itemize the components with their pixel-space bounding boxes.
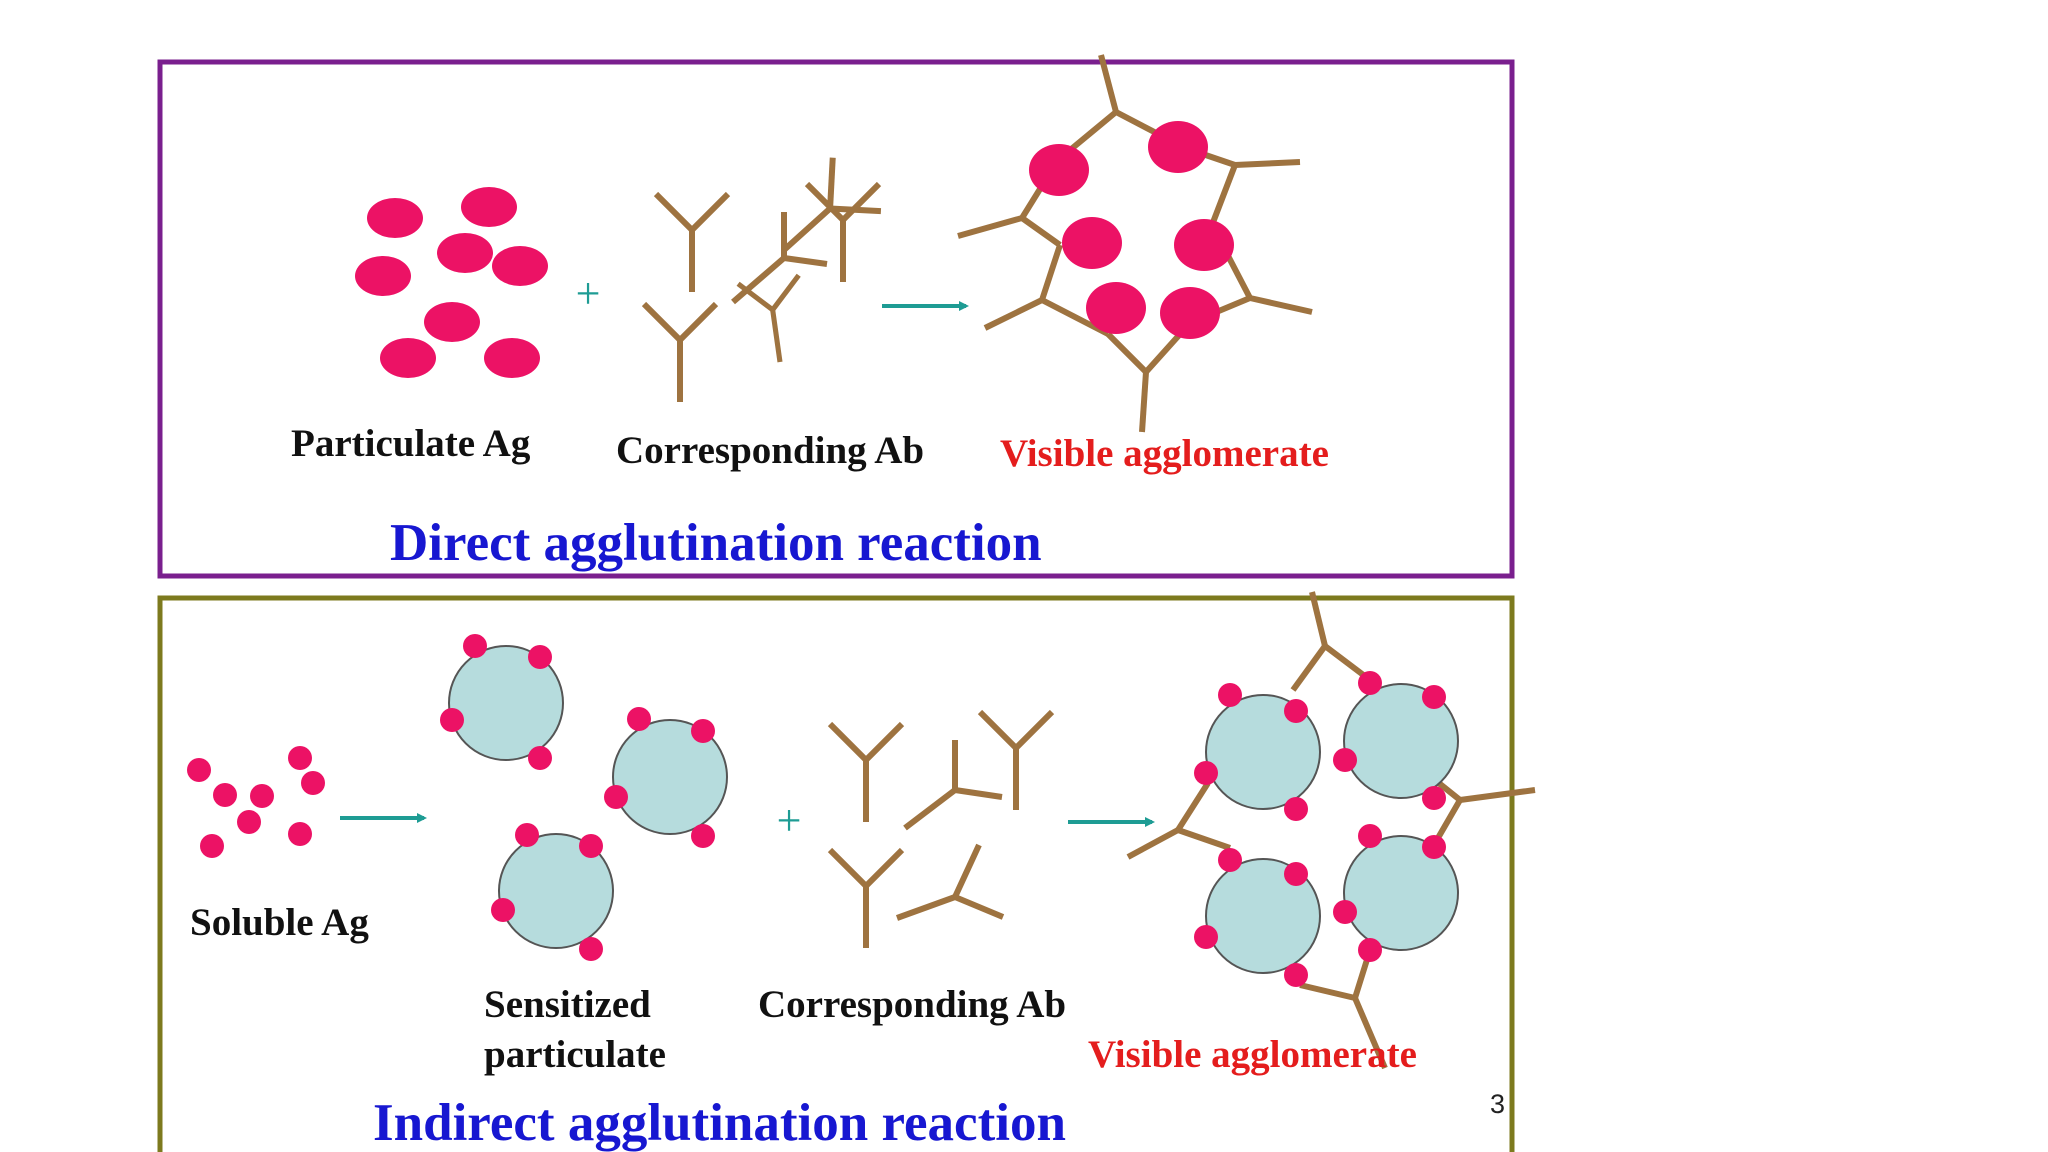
indirect-corresponding-ab-label: Corresponding Ab xyxy=(758,983,1066,1026)
direct-panel-frame xyxy=(157,59,1515,579)
direct-corresponding-ab-label: Corresponding Ab xyxy=(616,429,924,472)
indirect-visible-agglomerate-label: Visible agglomerate xyxy=(1088,1033,1417,1076)
direct-free-antibodies xyxy=(644,158,881,402)
direct-visible-agglomerate-label: Visible agglomerate xyxy=(1000,432,1329,475)
particulate-antigen-cluster xyxy=(355,187,548,378)
indirect-free-antibodies xyxy=(830,712,1052,948)
particulate-ag-label: Particulate Ag xyxy=(291,422,531,465)
indirect-agglomerate xyxy=(1126,591,1536,1070)
indirect-panel-frame xyxy=(157,595,1515,1152)
sensitized-particles xyxy=(440,634,728,961)
sensitized-label-line1: Sensitized xyxy=(484,983,651,1026)
page-number: 3 xyxy=(1490,1089,1505,1119)
direct-agglutination-title: Direct agglutination reaction xyxy=(390,514,1042,572)
direct-plus-icon: + xyxy=(576,269,601,318)
direct-agglomerate xyxy=(957,54,1313,433)
sensitized-label-line2: particulate xyxy=(484,1033,666,1076)
soluble-antigen-dots xyxy=(187,746,325,858)
soluble-ag-label: Soluble Ag xyxy=(190,901,369,944)
indirect-plus-icon: + xyxy=(777,796,802,845)
indirect-agglutination-title: Indirect agglutination reaction xyxy=(373,1094,1066,1152)
